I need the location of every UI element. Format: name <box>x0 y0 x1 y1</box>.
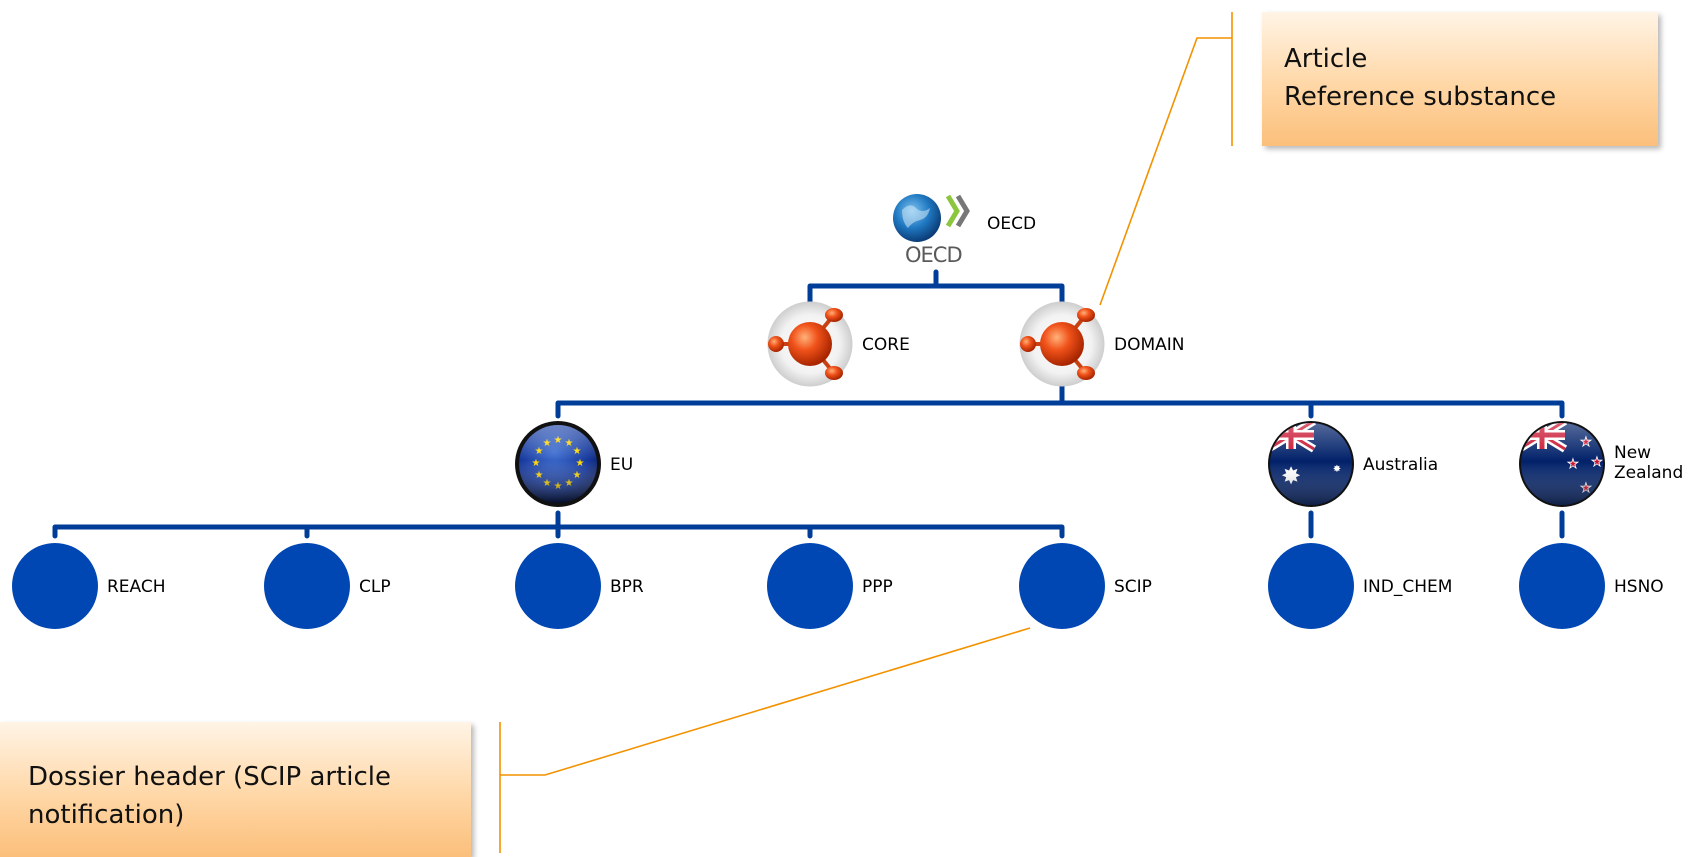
oecd-label: OECD <box>987 214 1037 234</box>
dossier-header-callout: Dossier header (SCIP article notificatio… <box>0 722 471 857</box>
dossier-header-callout-text: Dossier header (SCIP article notificatio… <box>28 762 392 830</box>
scip-label: SCIP <box>1114 577 1152 597</box>
domain-molecule-icon <box>1019 301 1105 387</box>
australia-label: Australia <box>1363 455 1439 475</box>
article-callout: Article Reference substance <box>1262 12 1658 146</box>
ind-chem-node[interactable] <box>1268 543 1354 629</box>
hsno-node[interactable] <box>1519 543 1605 629</box>
oecd-logo-text: OECD <box>905 243 962 267</box>
new-zealand-label-line2: Zealand <box>1614 463 1684 483</box>
new-zealand-flag-icon: ★ ★ ★ ★ <box>1519 421 1605 507</box>
eu-flag-icon: ★ ★ ★ ★ ★ ★ ★ ★ ★ ★ ★ ★ <box>515 421 601 507</box>
scip-node[interactable] <box>1019 543 1105 629</box>
australia-flag-icon: ✸ ✸ <box>1268 421 1354 507</box>
new-zealand-label-line1: New <box>1614 443 1652 463</box>
ppp-node[interactable] <box>767 543 853 629</box>
oecd-logo-icon: OECD <box>893 194 970 267</box>
callout-bottom-leader <box>499 627 1031 853</box>
callout-lines <box>499 12 1233 853</box>
connector-domain-regions <box>555 380 1565 419</box>
eu-label: EU <box>610 455 634 475</box>
legislation-nodes <box>12 543 1605 629</box>
ind-chem-label: IND_CHEM <box>1363 577 1453 597</box>
connector-eu-legislations <box>52 510 1065 539</box>
article-callout-line1: Article <box>1284 44 1368 74</box>
domain-label: DOMAIN <box>1114 335 1185 355</box>
article-callout-line2: Reference substance <box>1284 82 1557 112</box>
connector-lines <box>52 269 1565 539</box>
bpr-label: BPR <box>610 577 644 597</box>
bpr-node[interactable] <box>515 543 601 629</box>
ppp-label: PPP <box>862 577 893 597</box>
clp-label: CLP <box>359 577 391 597</box>
connector-oecd-split <box>807 269 1065 308</box>
new-zealand-label: New Zealand <box>1614 443 1683 483</box>
core-label: CORE <box>862 335 910 355</box>
clp-node[interactable] <box>264 543 350 629</box>
callout-top-leader <box>1099 12 1233 306</box>
hsno-label: HSNO <box>1614 577 1664 597</box>
core-molecule-icon <box>767 301 853 387</box>
reach-node[interactable] <box>12 543 98 629</box>
reach-label: REACH <box>107 577 166 597</box>
